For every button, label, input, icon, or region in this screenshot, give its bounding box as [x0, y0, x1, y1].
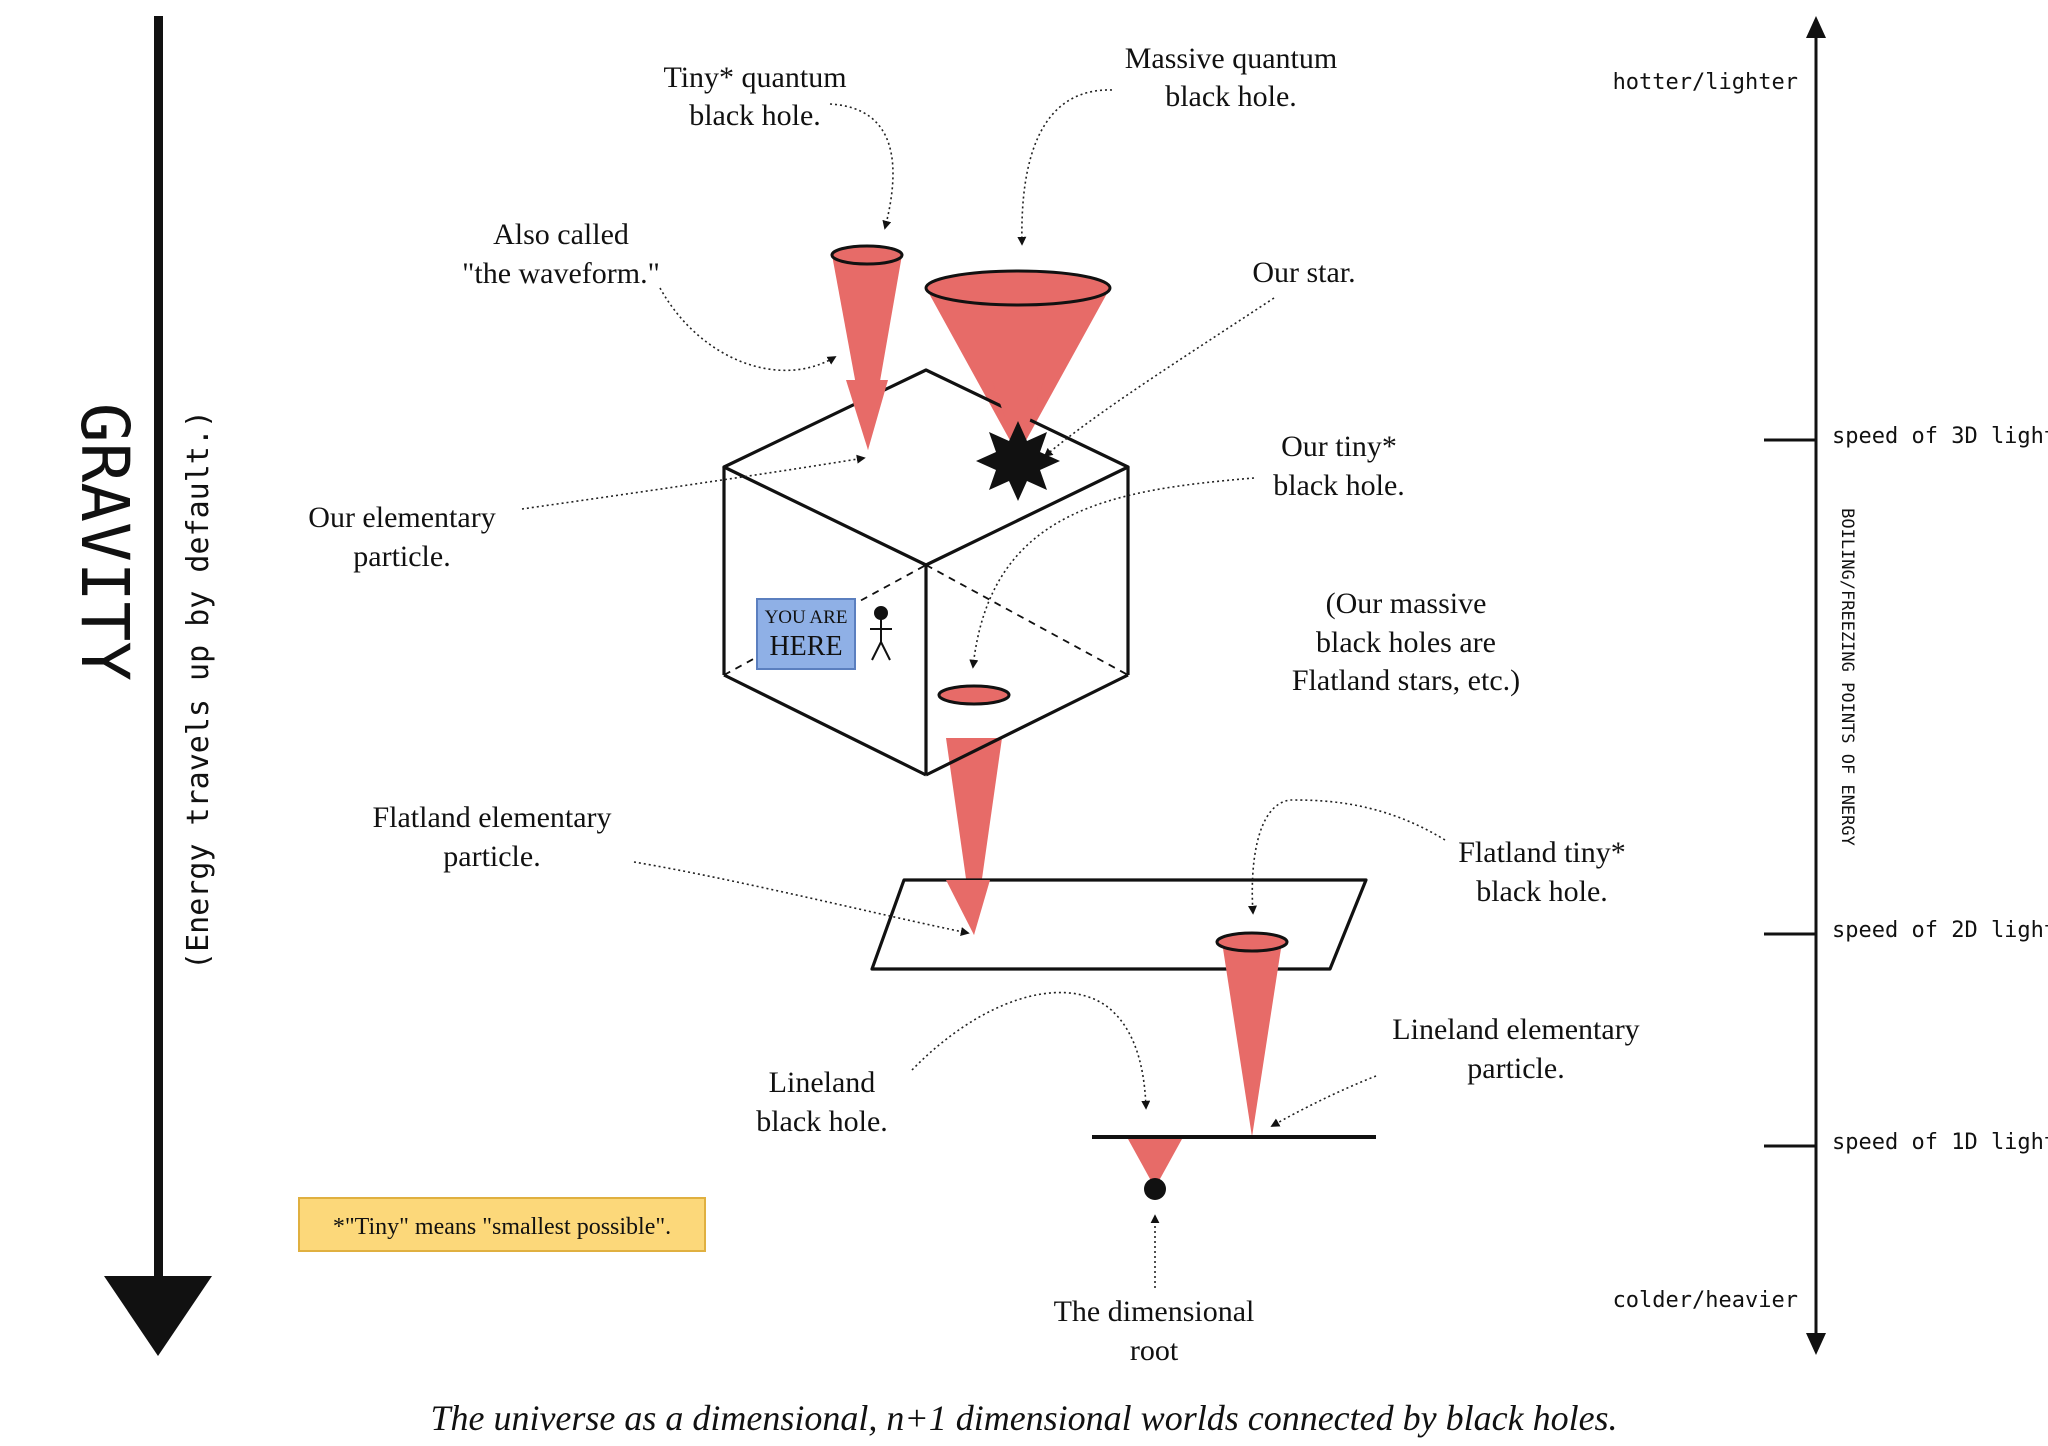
- tick-label-3d: speed of 3D light: [1832, 424, 2048, 449]
- svg-text:Our star.: Our star.: [1252, 256, 1355, 289]
- our-star-icon: [976, 421, 1060, 501]
- svg-text:particle.: particle.: [353, 540, 450, 573]
- tick-label-2d: speed of 2D light: [1832, 918, 2048, 943]
- label-flatland-tiny-black-hole: Flatland tiny* black hole.: [1458, 836, 1626, 908]
- label-our-elementary-particle: Our elementary particle.: [308, 501, 495, 573]
- svg-text:"the waveform.": "the waveform.": [462, 257, 660, 290]
- label-our-massive-black-holes-note: (Our massive black holes are Flatland st…: [1292, 587, 1520, 697]
- svg-text:black hole.: black hole.: [756, 1105, 888, 1138]
- svg-text:Massive quantum: Massive quantum: [1125, 42, 1337, 75]
- massive-quantum-black-hole: [924, 269, 1112, 455]
- svg-text:Our elementary: Our elementary: [308, 501, 495, 534]
- flatland-plane: [870, 878, 1368, 971]
- footnote-text: *"Tiny" means "smallest possible".: [333, 1214, 671, 1240]
- stick-figure-icon: [870, 606, 892, 661]
- tick-label-1d: speed of 1D light: [1832, 1130, 2048, 1155]
- svg-text:black hole.: black hole.: [1273, 469, 1405, 502]
- svg-text:Our tiny*: Our tiny*: [1281, 430, 1397, 463]
- svg-text:Flatland tiny*: Flatland tiny*: [1458, 836, 1626, 869]
- energy-direction-label: (Energy travels up by default.): [181, 410, 216, 970]
- label-dimensional-root: The dimensional root: [1054, 1295, 1255, 1367]
- label-lineland-elementary-particle: Lineland elementary particle.: [1392, 1013, 1639, 1085]
- tiny-quantum-cone-tip: [846, 380, 888, 450]
- label-our-tiny-black-hole: Our tiny* black hole.: [1273, 430, 1405, 502]
- flatland-connection-cone: [946, 738, 1002, 935]
- svg-text:Tiny* quantum: Tiny* quantum: [663, 61, 846, 94]
- massive-quantum-cone-tip: [992, 380, 1044, 455]
- label-tiny-quantum-black-hole: Tiny* quantum black hole.: [663, 61, 846, 132]
- label-massive-quantum-black-hole: Massive quantum black hole.: [1125, 42, 1337, 113]
- gravity-label: GRAVITY: [66, 403, 143, 681]
- callout-arrows: [521, 89, 1446, 1288]
- footnote-box: *"Tiny" means "smallest possible".: [298, 1197, 706, 1252]
- you-are-here-sign: YOU ARE HERE: [756, 598, 856, 670]
- label-also-called: Also called "the waveform.": [462, 218, 660, 290]
- svg-text:Lineland: Lineland: [769, 1066, 876, 1099]
- diagram-caption: The universe as a dimensional, n+1 dimen…: [430, 1398, 1617, 1438]
- svg-text:root: root: [1130, 1334, 1179, 1367]
- you-are-here-line1: YOU ARE: [765, 607, 848, 628]
- label-lineland-black-hole: Lineland black hole.: [756, 1066, 888, 1138]
- our-tiny-black-hole: [937, 684, 1011, 706]
- lineland-black-hole: [1128, 1139, 1182, 1188]
- flatland-cone-tip: [946, 880, 990, 935]
- cube-3d-world: [722, 368, 1130, 777]
- energy-scale-axis: [1764, 16, 1826, 1355]
- svg-text:(Our massive: (Our massive: [1326, 587, 1487, 620]
- svg-text:black hole.: black hole.: [1165, 80, 1297, 113]
- svg-text:particle.: particle.: [1467, 1052, 1564, 1085]
- scale-vertical-label: BOILING/FREEZING POINTS OF ENERGY: [1837, 508, 1857, 846]
- svg-text:black hole.: black hole.: [1476, 875, 1608, 908]
- you-are-here-line2: HERE: [769, 631, 842, 662]
- svg-text:The dimensional: The dimensional: [1054, 1295, 1255, 1328]
- svg-text:particle.: particle.: [443, 840, 540, 873]
- scale-bottom-label: colder/heavier: [1613, 1288, 1798, 1313]
- tiny-quantum-black-hole: [830, 244, 904, 450]
- flatland-tiny-black-hole: [1215, 931, 1289, 1137]
- svg-text:Flatland stars, etc.): Flatland stars, etc.): [1292, 664, 1520, 697]
- svg-text:Also called: Also called: [493, 218, 629, 251]
- svg-text:Flatland elementary: Flatland elementary: [372, 801, 611, 834]
- gravity-arrow: [104, 16, 212, 1356]
- label-flatland-elementary-particle: Flatland elementary particle.: [372, 801, 611, 873]
- svg-text:Lineland elementary: Lineland elementary: [1392, 1013, 1639, 1046]
- svg-text:black holes are: black holes are: [1316, 626, 1496, 659]
- dimensional-root-dot: [1144, 1178, 1166, 1200]
- label-our-star: Our star.: [1252, 256, 1355, 289]
- svg-text:black hole.: black hole.: [689, 99, 821, 132]
- scale-top-label: hotter/lighter: [1613, 70, 1798, 95]
